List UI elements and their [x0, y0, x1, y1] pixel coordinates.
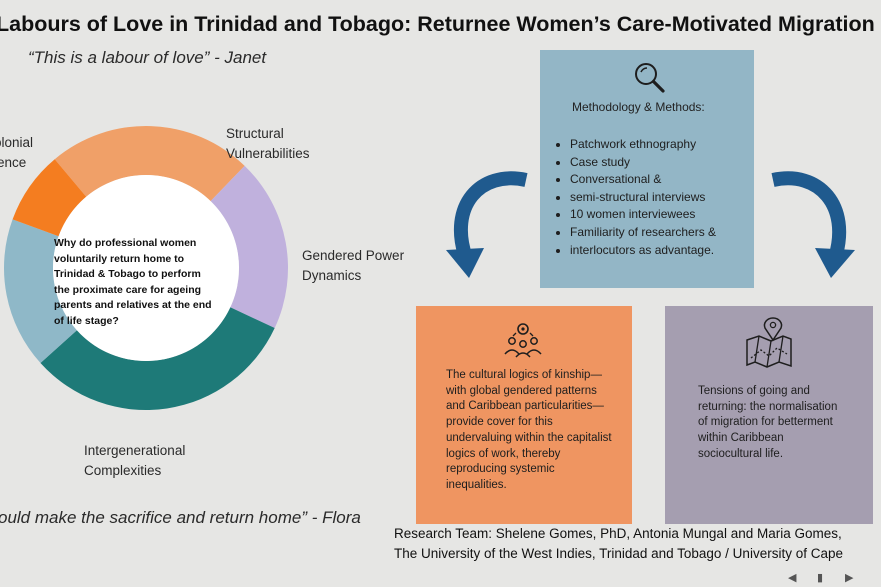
donut-center: [53, 175, 239, 361]
tensions-text: Tensions of going and returning: the nor…: [698, 385, 838, 460]
methodology-title: Methodology & Methods:: [572, 100, 705, 114]
list-item: Familiarity of researchers &: [570, 224, 716, 242]
curved-arrow-left-icon: [446, 171, 528, 278]
donut-chart: [3, 125, 289, 410]
slide-title: Labours of Love in Trinidad and Tobago: …: [0, 12, 875, 36]
cultural-logics-box: The cultural logics of kinship—with glob…: [416, 306, 632, 524]
player-controls: ◀ ▮ ▶: [0, 568, 881, 587]
quote-janet: “This is a labour of love” - Janet: [28, 48, 267, 67]
map-pin-icon: [746, 317, 792, 368]
list-item: Patchwork ethnography: [570, 136, 716, 154]
segment-orange: [12, 159, 87, 237]
curved-arrow-right-icon: [771, 171, 855, 278]
segment-label-colonial: olonial ience: [0, 135, 34, 170]
previous-slide-icon[interactable]: ◀: [788, 572, 797, 584]
quote-flora: ould make the sacrifice and return home”…: [0, 508, 361, 527]
segment-label-structural: Structural Vulnerabilities: [226, 126, 310, 161]
segment-colonial: [54, 125, 245, 202]
methodology-list: Patchwork ethnography Case study Convers…: [556, 136, 716, 259]
segment-intergenerational: [3, 219, 77, 364]
segment-label-intergenerational: Intergenerational Complexities: [84, 443, 186, 478]
list-item: Case study: [570, 154, 716, 172]
search-icon: [635, 63, 665, 93]
next-slide-icon[interactable]: ▶: [845, 572, 854, 584]
research-team: Research Team: Shelene Gomes, PhD, Anton…: [394, 526, 843, 561]
list-item: Conversational &: [570, 171, 716, 189]
tensions-box: Tensions of going and returning: the nor…: [665, 306, 873, 524]
list-item: semi-structural interviews: [570, 189, 716, 207]
methodology-box: Methodology & Methods: Patchwork ethnogr…: [540, 50, 754, 288]
slide-grid-icon[interactable]: ▮: [817, 572, 824, 584]
center-question: Why do professional women voluntarily re…: [54, 237, 212, 327]
list-item: interlocutors as advantage.: [570, 242, 716, 260]
cultural-logics-text: The cultural logics of kinship—with glob…: [446, 369, 612, 491]
segment-structural: [210, 165, 289, 329]
segment-label-gendered: Gendered Power Dynamics: [302, 248, 405, 283]
list-item: 10 women interviewees: [570, 206, 716, 224]
segment-gendered: [40, 307, 275, 410]
group-gears-icon: [504, 323, 542, 358]
